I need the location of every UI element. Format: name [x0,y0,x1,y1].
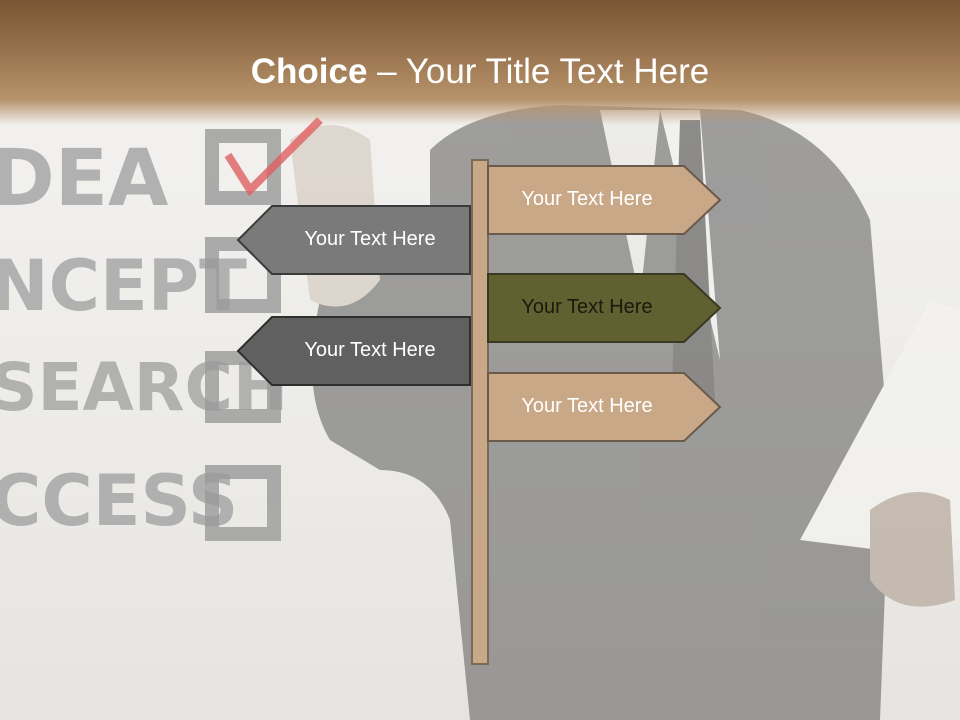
title-bar [0,0,960,125]
left-sign-2[interactable] [236,316,471,386]
title-separator: – [367,52,406,91]
signpost-pole[interactable] [471,159,489,665]
right-sign-2[interactable] [487,273,722,343]
title-bold: Choice [250,52,368,91]
bg-word-1: DEA [0,134,168,224]
left-sign-1[interactable] [236,205,471,275]
right-sign-2-label: Your Text Here [521,296,653,318]
right-sign-3-label: Your Text Here [521,395,653,417]
slide-title[interactable]: Choice – Your Title Text Here [0,52,960,92]
title-rest: Your Title Text Here [405,52,710,91]
checkbox-3 [205,351,281,423]
right-sign-3[interactable] [487,372,722,442]
right-sign-1[interactable] [487,165,722,235]
checkbox-4 [205,465,281,541]
right-sign-1-label: Your Text Here [521,188,653,210]
bg-word-4: CCESS [0,460,238,542]
checkmark-icon [224,117,323,197]
left-sign-2-label: Your Text Here [304,339,436,361]
left-sign-1-label: Your Text Here [304,228,436,250]
